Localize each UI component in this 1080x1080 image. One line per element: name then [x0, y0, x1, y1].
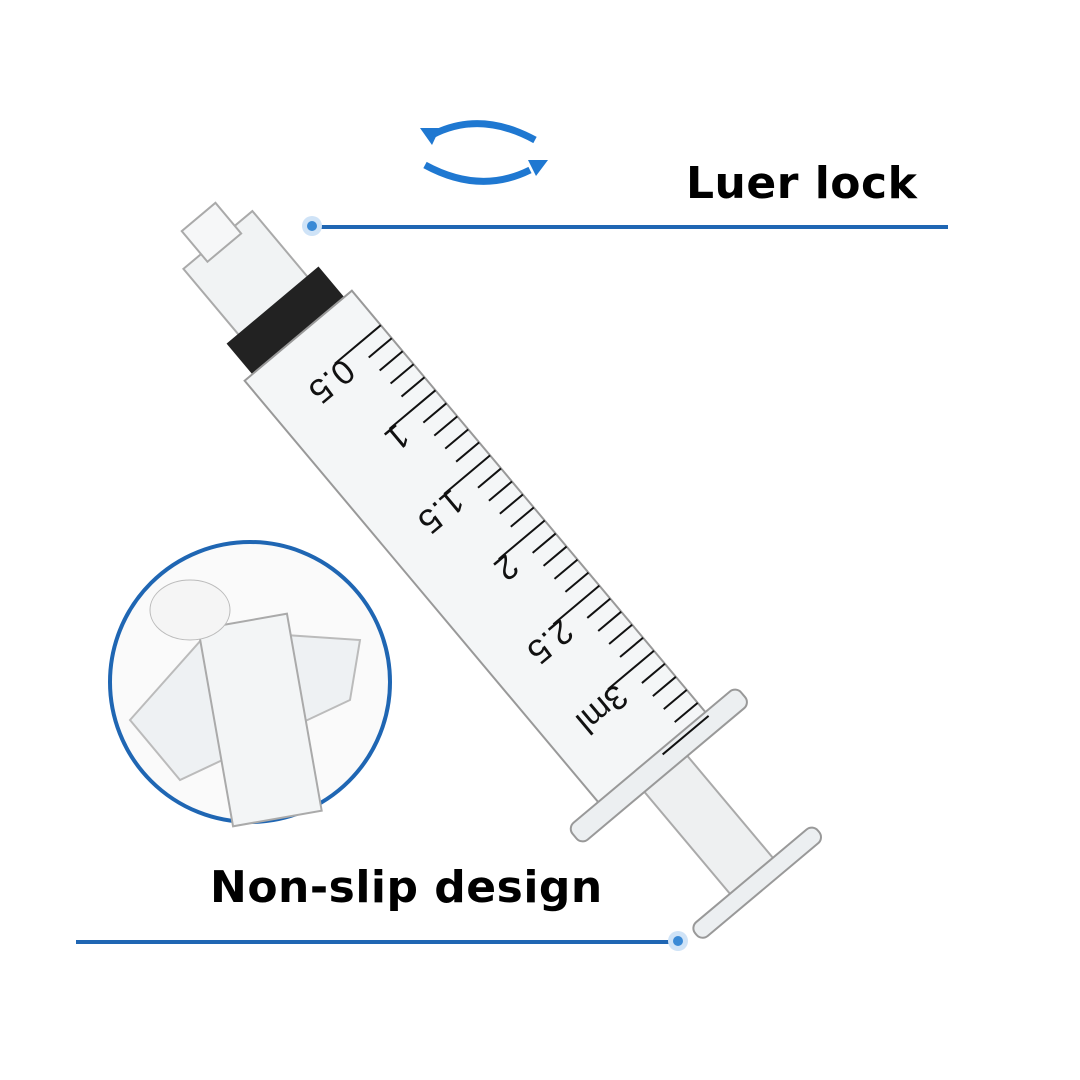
- graduation-tick: [597, 610, 622, 632]
- graduation-tick: [510, 506, 535, 528]
- non-slip-callout-line: [76, 940, 678, 944]
- graduation-tick: [334, 324, 382, 365]
- graduation-tick: [379, 350, 404, 372]
- graduation-tick: [499, 493, 524, 515]
- graduation-tick: [443, 454, 491, 495]
- graduation-tick: [455, 441, 480, 463]
- graduation-tick: [674, 702, 699, 723]
- graduation-tick: [542, 545, 568, 567]
- graduation-tick: [619, 636, 644, 658]
- graduation-tick: [532, 532, 557, 554]
- luer-lock-label: Luer lock: [686, 158, 918, 209]
- graduation-tick: [400, 376, 426, 398]
- non-slip-inset: [108, 540, 392, 828]
- syringe: 0.5 1 1.5 2 2.5 3ml: [180, 201, 822, 939]
- graduation-tick: [488, 480, 513, 502]
- graduation-tick: [662, 715, 710, 756]
- graduation-tick: [444, 428, 469, 450]
- graduation-tick: [652, 676, 677, 697]
- luer-lock-callout-line: [312, 225, 948, 229]
- graduation-tick: [389, 363, 415, 385]
- callout-dot-icon: [302, 216, 322, 236]
- graduation-tick: [607, 649, 655, 691]
- graduation-tick: [477, 467, 502, 489]
- graduation-tick: [564, 571, 590, 593]
- graduation-tick: [663, 689, 688, 710]
- rotate-arrows-icon: [420, 120, 548, 185]
- callout-dot-icon: [668, 931, 688, 951]
- graduation-tick: [498, 519, 546, 560]
- graduation-tick: [422, 402, 447, 424]
- graduation-tick: [641, 663, 666, 684]
- graduation-tick: [552, 584, 600, 625]
- graduation-tick: [608, 623, 633, 645]
- non-slip-label: Non-slip design: [210, 862, 603, 913]
- graduation-tick: [388, 389, 437, 430]
- graduation-tick: [586, 597, 611, 619]
- graduation-tick: [433, 415, 458, 437]
- graduation-tick: [553, 558, 579, 580]
- graduation-tick: [368, 337, 393, 359]
